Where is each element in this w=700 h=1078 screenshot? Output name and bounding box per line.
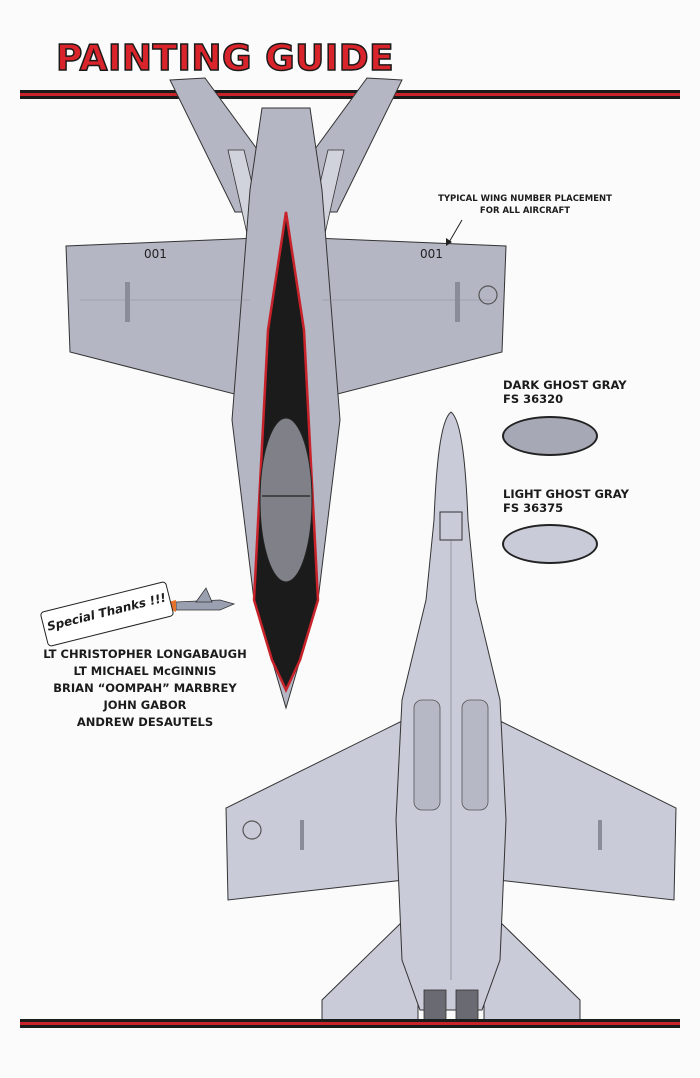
- aircraft-top-view: 001 001: [65, 77, 507, 710]
- lower-roundel-icon: [242, 820, 262, 840]
- wing-number-left: 001: [144, 247, 167, 261]
- credit-name: BRIAN “OOMPAH” MARBREY: [53, 681, 237, 695]
- right-wing: [313, 237, 507, 401]
- light-ghost-gray-swatch: [502, 524, 598, 564]
- dark-ghost-gray-swatch: [502, 416, 598, 456]
- credit-name: JOHN GABOR: [103, 698, 187, 712]
- top-divider: [20, 90, 680, 99]
- roundel-icon: [478, 285, 498, 305]
- credits-list: LT CHRISTOPHER LONGABAUGH LT MICHAEL McG…: [30, 646, 260, 731]
- left-wing: [65, 237, 259, 401]
- credit-name: ANDREW DESAUTELS: [76, 715, 214, 729]
- wing-number-right: 001: [420, 247, 443, 261]
- credit-name: LT MICHAEL McGINNIS: [73, 664, 217, 678]
- bottom-divider: [20, 1019, 680, 1028]
- canopy: [259, 417, 313, 583]
- page-title: PAINTING GUIDE: [55, 37, 395, 80]
- right-nozzle: [455, 989, 479, 1021]
- lower-right-wing: [497, 719, 677, 901]
- placement-arrow: [447, 219, 463, 245]
- swatch-label-dark: DARK GHOST GRAY FS 36320: [503, 378, 627, 406]
- left-nozzle: [423, 989, 447, 1021]
- credit-name: LT CHRISTOPHER LONGABAUGH: [43, 647, 247, 661]
- aircraft-bottom-view: [225, 411, 677, 1023]
- swatch-label-light: LIGHT GHOST GRAY FS 36375: [503, 487, 629, 515]
- lower-left-wing: [225, 719, 405, 901]
- wing-number-note: TYPICAL WING NUMBER PLACEMENT FOR ALL AI…: [438, 194, 612, 216]
